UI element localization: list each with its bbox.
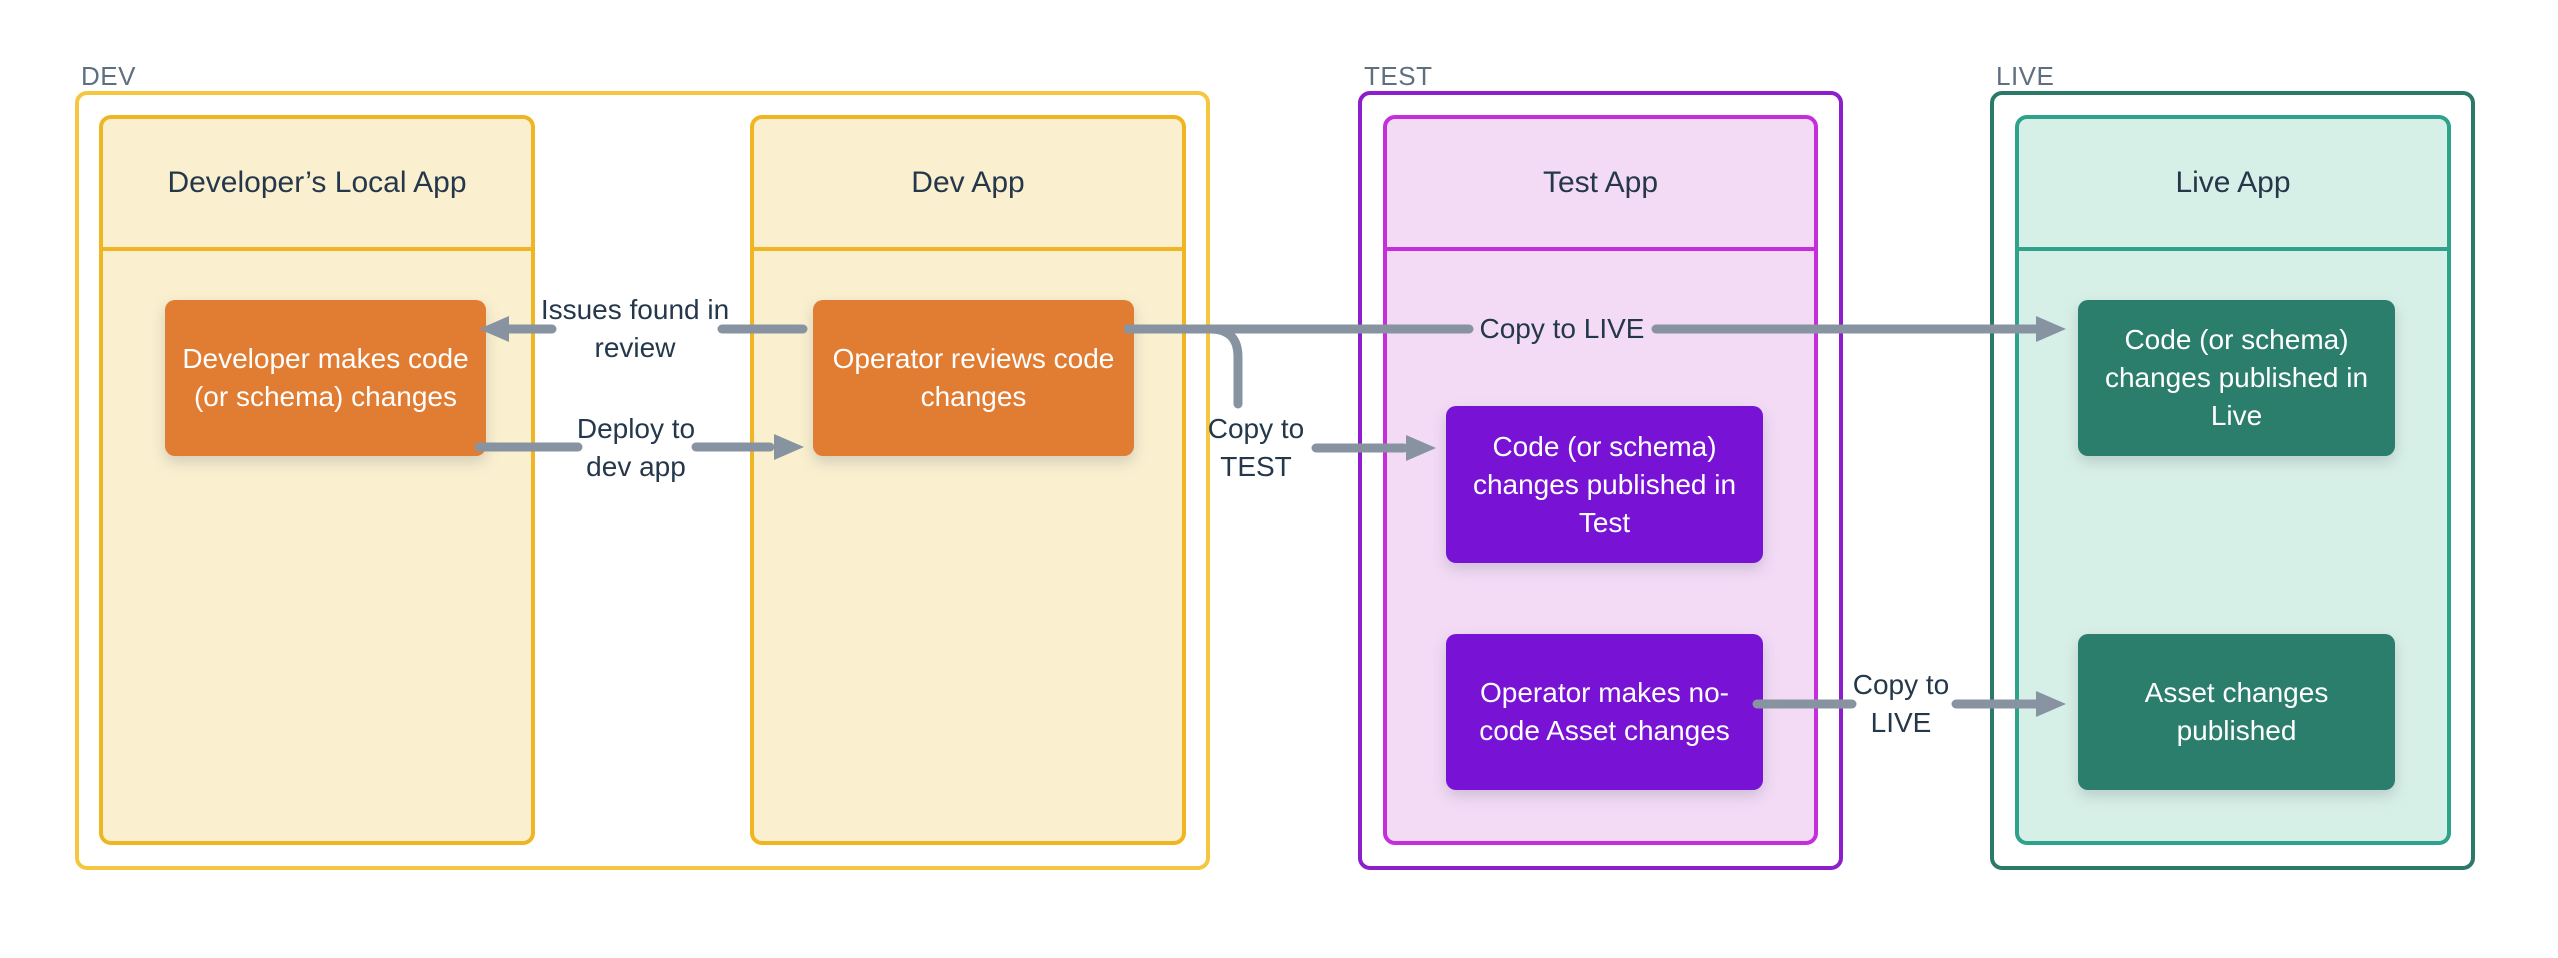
app-test: Test App Code (or schema) changes publis…: [1383, 115, 1818, 845]
app-developers-local-title: Developer’s Local App: [167, 166, 467, 199]
section-test: TEST Test App Code (or schema) changes p…: [1358, 61, 1843, 870]
app-test-title: Test App: [1542, 166, 1659, 199]
arrow-label-issues-found-in-review: Issues found in review: [540, 294, 730, 363]
section-live-label: LIVE: [1996, 61, 2055, 91]
app-developers-local: Developer’s Local App Developer makes co…: [99, 115, 535, 845]
app-dev-header: Dev App: [754, 119, 1182, 251]
arrow-label-copy-to-live-bottom: Copy to LIVE: [1852, 669, 1950, 738]
app-dev-title: Dev App: [911, 166, 1025, 199]
section-test-label: TEST: [1364, 61, 1433, 91]
app-live-title: Live App: [2175, 166, 2291, 199]
section-dev-label: DEV: [81, 61, 136, 91]
app-developers-local-header: Developer’s Local App: [103, 119, 531, 251]
app-test-header: Test App: [1387, 119, 1814, 251]
arrow-label-copy-to-live-top: Copy to LIVE: [1479, 313, 1645, 344]
app-dev: Dev App Operator reviews code changes: [750, 115, 1186, 845]
node-operator-no-code-asset-changes: Operator makes no-code Asset changes: [1446, 634, 1763, 790]
node-operator-reviews-code: Operator reviews code changes: [813, 300, 1134, 456]
section-dev: DEV Developer’s Local App Developer make…: [75, 61, 1210, 870]
node-asset-changes-published: Asset changes published: [2078, 634, 2395, 790]
section-live: LIVE Live App Code (or schema) changes p…: [1990, 61, 2475, 870]
node-changes-published-live: Code (or schema) changes published in Li…: [2078, 300, 2395, 456]
app-live: Live App Code (or schema) changes publis…: [2015, 115, 2451, 845]
arrow-label-copy-to-test: Copy to TEST: [1207, 413, 1305, 482]
node-developer-makes-changes: Developer makes code (or schema) changes: [165, 300, 486, 456]
node-changes-published-test: Code (or schema) changes published in Te…: [1446, 406, 1763, 563]
branch-elbow: [1205, 324, 1243, 409]
app-live-header: Live App: [2019, 119, 2447, 251]
arrow-label-deploy-to-dev-app: Deploy to dev app: [576, 413, 696, 482]
